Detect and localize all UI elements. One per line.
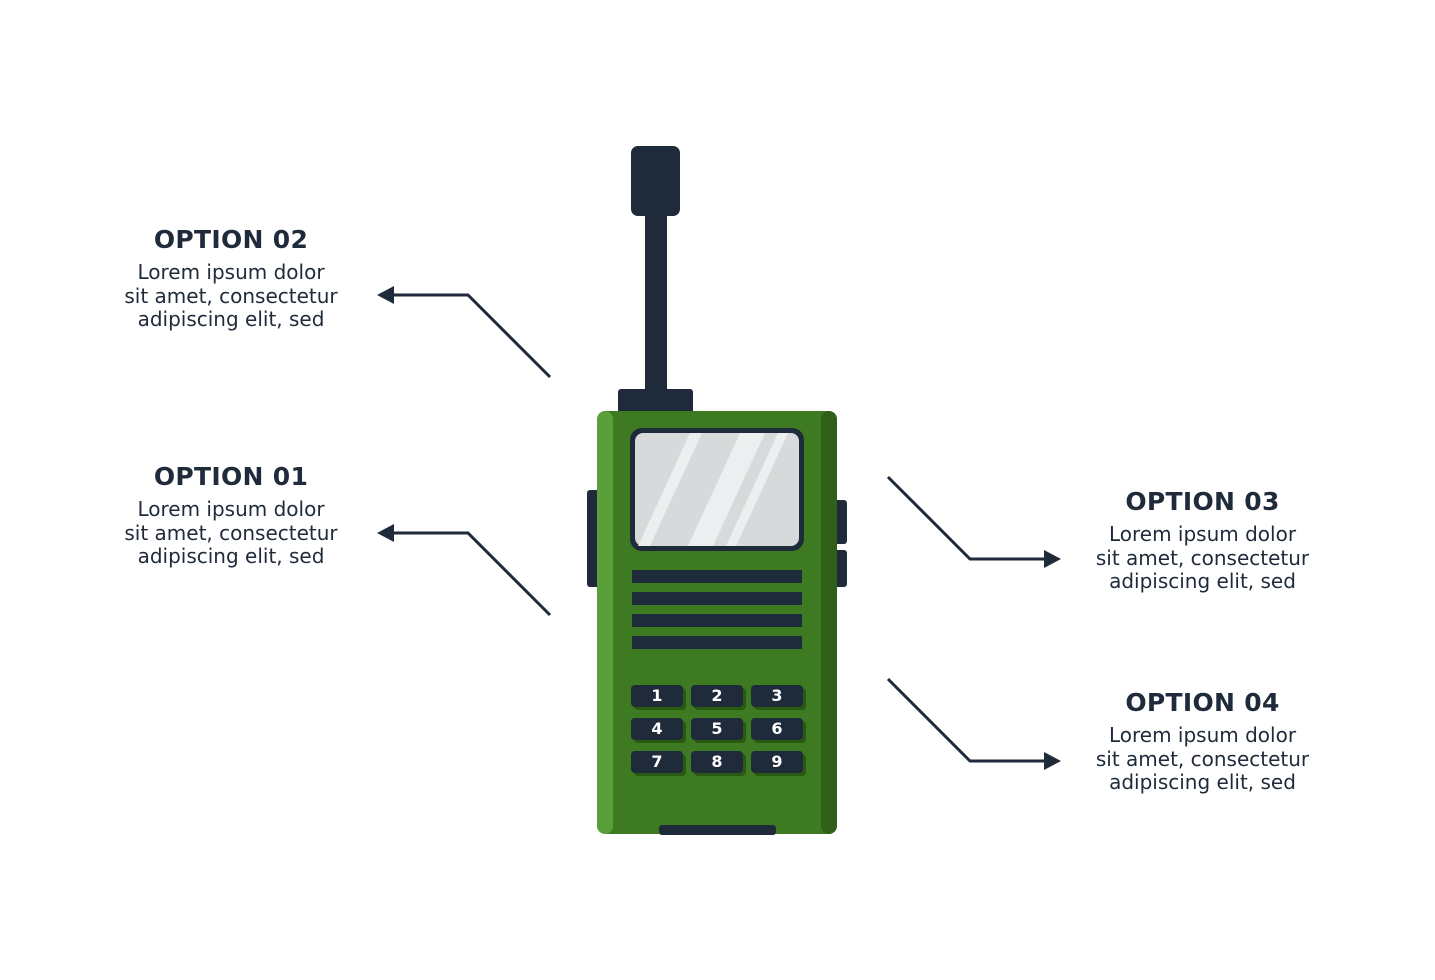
option-title: OPTION 02 [153,225,309,254]
connector-arrows [390,293,1048,763]
arrow-option-04 [886,677,1048,763]
key [691,751,743,773]
key [751,718,803,740]
option-description: Lorem ipsum dolor sit amet, consectetur … [1095,522,1310,593]
key [691,718,743,740]
key [751,685,803,707]
screen-glare-1 [638,433,702,546]
arrow-head-option-03 [1044,550,1061,568]
radio-body-highlight [597,411,613,834]
key-label: 5 [711,719,722,738]
arrow-heads [377,286,1061,770]
arrow-head-option-04 [1044,752,1061,770]
antenna-base [618,389,693,417]
option-description: Lorem ipsum dolor sit amet, consectetur … [124,497,338,568]
key-label: 2 [711,686,722,705]
antenna-rod [645,205,667,395]
speaker-slot [632,636,802,649]
screen-glare-2 [688,433,765,546]
keypad: 1 2 3 4 5 6 7 8 9 [631,685,806,776]
key [631,685,683,707]
arrow-option-03 [886,475,1048,561]
key-label: 1 [651,686,662,705]
option-title: OPTION 04 [1125,688,1280,717]
speaker-slot [632,570,802,583]
option-title: OPTION 03 [1125,487,1280,516]
arrow-option-02 [390,293,552,379]
option-title: OPTION 01 [153,462,309,491]
key [631,718,683,740]
arrow-option-01 [390,531,552,617]
option-03-block: OPTION 03 Lorem ipsum dolor sit amet, co… [1070,487,1335,594]
speaker-slot [632,614,802,627]
radio-bottom-foot [659,825,776,835]
walkie-talkie-icon: 1 2 3 4 5 6 7 8 9 [587,146,847,835]
arrow-head-option-01 [377,524,394,542]
antenna-tip [631,146,680,216]
key-label: 3 [771,686,782,705]
key-label: 6 [771,719,782,738]
key [751,751,803,773]
key-label: 8 [711,752,722,771]
speaker-slot [632,592,802,605]
screen-glare-3 [726,433,788,546]
key-label: 9 [771,752,782,771]
key-label: 7 [651,752,662,771]
option-description: Lorem ipsum dolor sit amet, consectetur … [1095,723,1310,794]
key-label: 4 [651,719,662,738]
key [631,751,683,773]
option-description: Lorem ipsum dolor sit amet, consectetur … [124,260,338,331]
option-04-block: OPTION 04 Lorem ipsum dolor sit amet, co… [1070,688,1335,795]
option-01-block: OPTION 01 Lorem ipsum dolor sit amet, co… [100,462,362,569]
radio-body-shadow [821,411,837,834]
arrow-head-option-02 [377,286,394,304]
option-02-block: OPTION 02 Lorem ipsum dolor sit amet, co… [100,225,362,332]
key [691,685,743,707]
